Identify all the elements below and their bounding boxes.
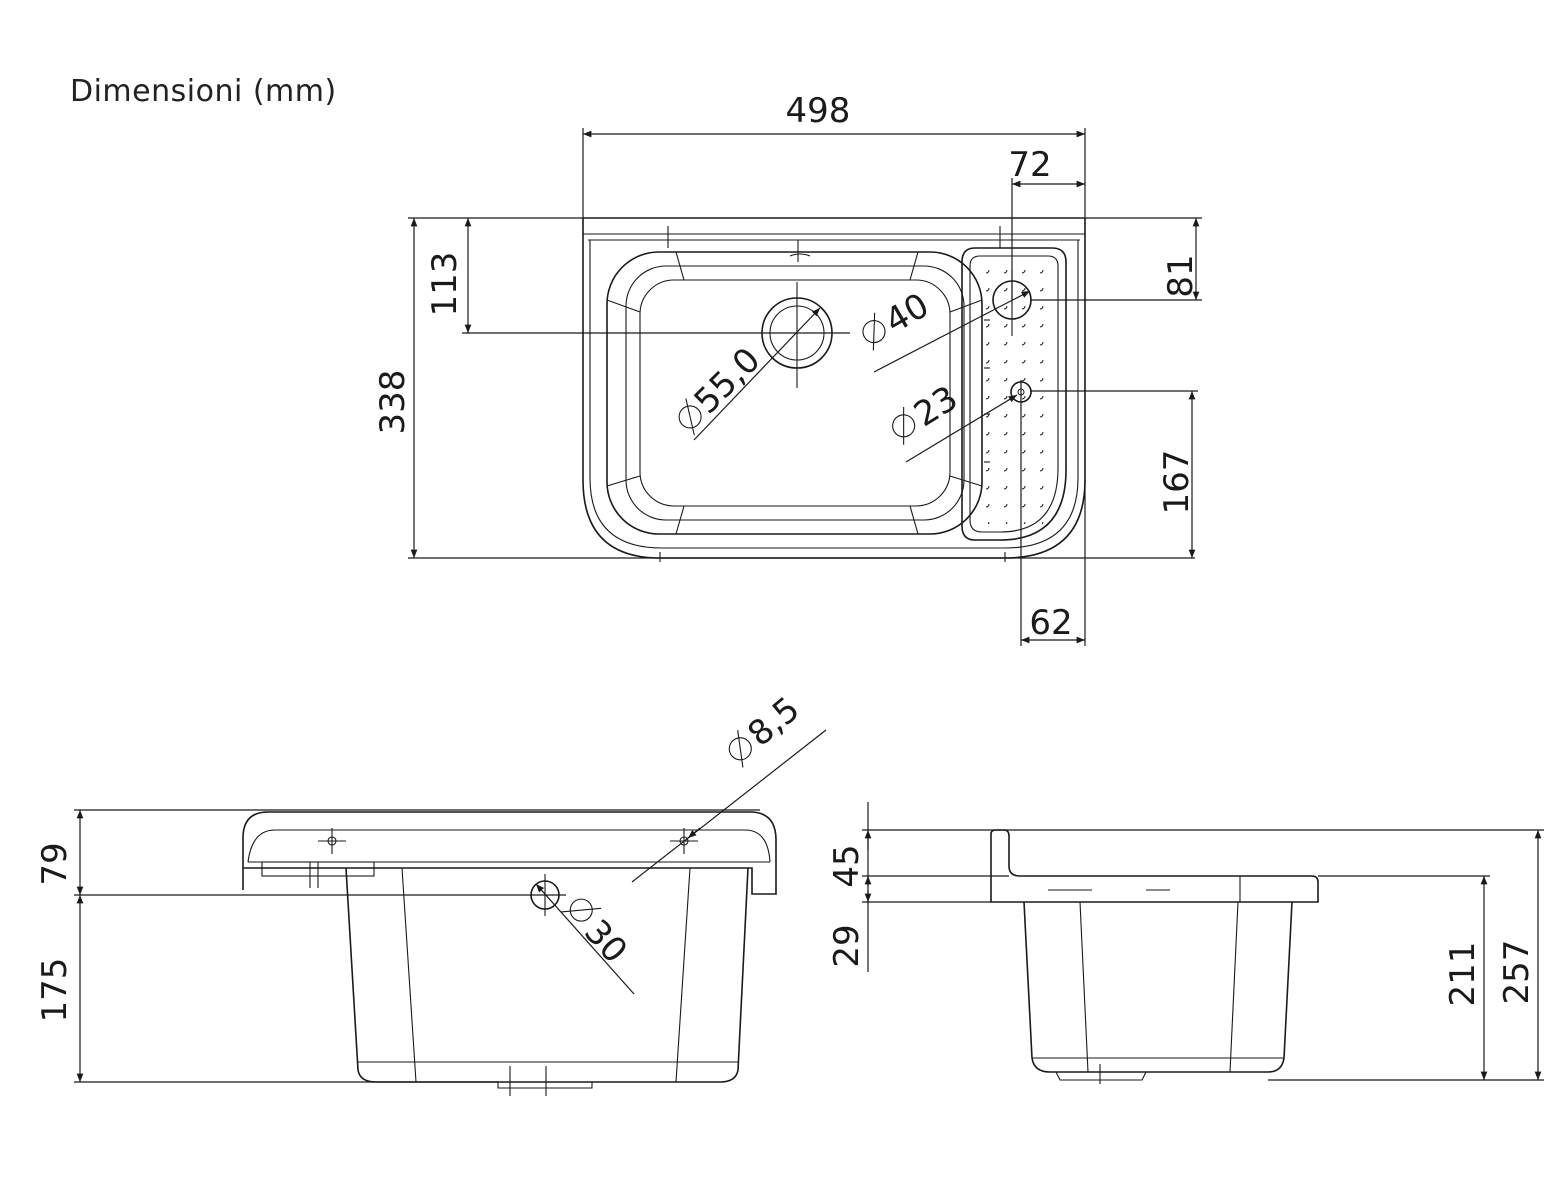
basin-bevel <box>909 505 919 535</box>
label-overflow-diameter: 40 <box>862 286 936 351</box>
side-basin-edge <box>1079 901 1089 1073</box>
basin-bevel <box>949 299 983 313</box>
side-drain-outlet <box>1055 1071 1147 1081</box>
page-title: Dimensioni (mm) <box>70 74 337 109</box>
drainboard-inner <box>969 255 1059 533</box>
diameter-icon <box>569 898 593 922</box>
side-basin-outline <box>1023 901 1293 1073</box>
top-view-inner-outline <box>589 239 1079 549</box>
diameter-icon <box>903 406 905 445</box>
front-rim-top <box>247 829 771 863</box>
dim-overflow-offset: 81 <box>1161 254 1201 297</box>
dim-side-upstand-height: 45 <box>827 844 867 887</box>
label-drain-diameter: 55,0 <box>678 340 768 436</box>
side-view: 45 29 211 257 <box>827 802 1544 1084</box>
diameter-icon <box>862 320 886 344</box>
dim-side-total-height: 257 <box>1497 940 1537 1005</box>
leader-overflow <box>873 290 1031 373</box>
dim-overflow-diameter: 40 <box>878 286 935 342</box>
label-fixing-hole-diameter: 8,5 <box>728 689 807 768</box>
diameter-icon <box>561 907 602 913</box>
front-basin-edge <box>401 867 417 1083</box>
top-view: 498 72 338 113 81 167 62 55,0 <box>373 91 1202 646</box>
front-basin-edge <box>675 867 691 1083</box>
leader-fixing-hole <box>631 729 827 883</box>
dim-side-rim-height: 29 <box>827 924 867 967</box>
dim-overall-width: 498 <box>786 91 851 131</box>
leader-fixing-hole-arrow <box>687 827 701 839</box>
dim-tap-hole-x: 62 <box>1029 603 1072 643</box>
leader-drain <box>693 307 821 441</box>
label-rear-hole-diameter: 30 <box>561 898 635 971</box>
dim-front-rim-height: 79 <box>35 842 75 885</box>
dim-drainboard-width: 72 <box>1008 145 1051 185</box>
dim-tap-hole-diameter: 23 <box>907 378 965 435</box>
basin-bevel <box>606 475 641 487</box>
dim-front-basin-height: 175 <box>35 958 75 1023</box>
basin-bevel <box>909 251 919 281</box>
leader-rear-hole <box>535 883 635 995</box>
side-upstand <box>990 829 1319 903</box>
overflow-slot <box>789 253 811 257</box>
dim-overall-depth: 338 <box>373 370 413 435</box>
front-basin-outline <box>345 867 749 1083</box>
basin-outer <box>606 251 983 535</box>
leader-tap-hole <box>905 394 1018 463</box>
diameter-icon <box>728 737 752 761</box>
side-basin-edge <box>1229 901 1239 1073</box>
basin-bevel <box>675 251 685 281</box>
dim-side-basin-height: 211 <box>1443 942 1483 1007</box>
dim-tap-hole-offset: 167 <box>1157 450 1197 515</box>
basin-bevel <box>675 505 685 535</box>
front-rim-outline <box>242 811 777 895</box>
diameter-icon <box>737 730 744 768</box>
basin-bevel <box>949 475 983 487</box>
basin-step <box>625 265 965 521</box>
basin-floor <box>639 279 951 507</box>
basin-bevel <box>606 299 641 313</box>
diameter-icon <box>678 405 702 429</box>
front-view: 79 175 8,5 30 <box>35 689 827 1096</box>
diameter-icon <box>685 398 695 436</box>
label-tap-hole-diameter: 23 <box>892 378 965 445</box>
front-drain-outlet <box>497 1082 593 1089</box>
drainboard-outline <box>961 247 1067 541</box>
diameter-icon <box>872 312 876 351</box>
diameter-icon <box>892 414 916 438</box>
dim-drain-offset: 113 <box>425 252 465 317</box>
